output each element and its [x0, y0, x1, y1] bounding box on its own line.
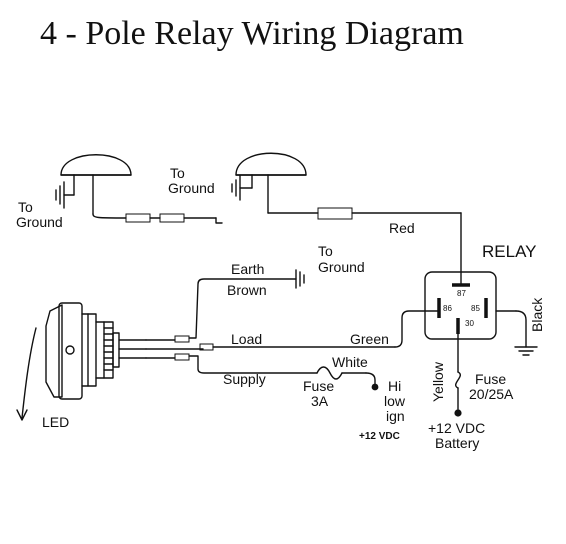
ignition-label-1: Hi	[388, 378, 401, 394]
ignition-voltage-label: +12 VDC	[359, 431, 400, 442]
green-label: Green	[350, 331, 389, 347]
right-lamp-ground-symbol	[231, 175, 253, 201]
supply-wire	[188, 355, 379, 391]
ignition-label-2: low	[384, 393, 406, 409]
red-wire-label: Red	[389, 220, 415, 236]
rocker-switch	[45, 302, 120, 400]
switch-ground-label-2: Ground	[318, 259, 365, 275]
earth-wire	[188, 269, 305, 339]
led-indicator	[65, 345, 75, 355]
left-lamp-ground-label-1: To	[18, 199, 33, 215]
supply-label: Supply	[223, 371, 266, 387]
pin-87-label: 87	[457, 289, 466, 298]
yellow-wire-label: Yellow	[430, 361, 446, 402]
ignition-terminal	[371, 383, 379, 391]
relay-body	[424, 271, 497, 340]
large-fuse-label-2: 20/25A	[469, 386, 514, 402]
pin-86-label: 86	[443, 304, 452, 313]
load-label: Load	[231, 331, 262, 347]
right-lamp-ground-label-1: To	[170, 165, 185, 181]
led-pointer	[16, 327, 37, 421]
battery-label-2: Battery	[435, 435, 479, 451]
small-fuse-label-1: Fuse	[303, 378, 334, 394]
switch-terminals	[118, 335, 204, 361]
right-lamp-ground-label-2: Ground	[168, 180, 215, 196]
led-label: LED	[42, 414, 69, 430]
relay-title: RELAY	[482, 242, 537, 261]
pin-30-label: 30	[465, 319, 474, 328]
right-lamp	[235, 152, 307, 214]
pin-85-label: 85	[471, 304, 480, 313]
left-lamp-ground-label-2: Ground	[16, 214, 63, 230]
earth-label: Earth	[231, 261, 264, 277]
large-fuse-label-1: Fuse	[475, 371, 506, 387]
battery-label-1: +12 VDC	[428, 420, 485, 436]
ignition-label-3: ign	[386, 408, 405, 424]
brown-label: Brown	[227, 282, 267, 298]
left-lamp	[60, 154, 132, 215]
battery-feed-wire	[454, 333, 462, 417]
white-label: White	[332, 354, 368, 370]
black-wire-label: Black	[529, 297, 545, 332]
diagram-title: 4 - Pole Relay Wiring Diagram	[40, 15, 464, 52]
load-wire	[199, 310, 440, 351]
switch-ground-label-1: To	[318, 243, 333, 259]
left-lamp-ground-symbol	[55, 181, 75, 209]
black-ground-wire	[495, 310, 538, 356]
small-fuse-label-2: 3A	[311, 393, 329, 409]
battery-terminal	[454, 409, 462, 417]
lamp-feed-wire	[92, 207, 462, 286]
